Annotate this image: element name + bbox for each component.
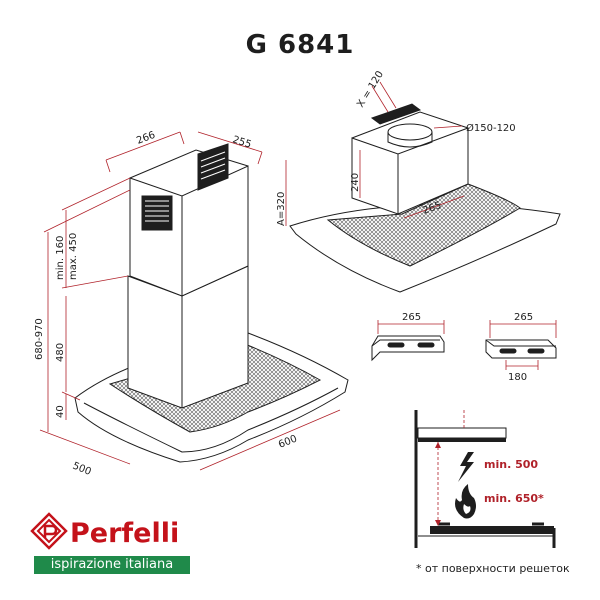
chimney-vent-left [141, 195, 173, 231]
dim-bracket-hole-180: 180 [508, 372, 527, 383]
dim-bracket-left-265: 265 [402, 312, 421, 323]
dim-height-total: 680-970 [34, 318, 45, 360]
dim-base-500: 500 [71, 461, 93, 478]
bracket-right [485, 339, 557, 359]
dim-depth-266: 266 [135, 130, 157, 147]
dim-canopy-40: 40 [55, 405, 66, 418]
dim-base-600: 600 [277, 433, 299, 450]
model-title: G 6841 [245, 30, 355, 60]
dim-total-a: A=320 [276, 192, 287, 226]
dim-body-240: 240 [350, 173, 361, 192]
dim-chimney-max: max. 450 [68, 233, 79, 280]
main-hood-view [74, 143, 349, 463]
dim-chimney-min: min. 160 [55, 236, 66, 280]
main-dimensions [39, 131, 341, 471]
flame-icon [455, 484, 476, 519]
brand-tagline: ispirazione italiana [50, 557, 174, 572]
lightning-icon [458, 452, 474, 482]
outlet-collar [387, 123, 433, 141]
dim-outlet-x: X = 120 [355, 69, 386, 109]
side-filter [326, 183, 521, 267]
hob-surface [430, 526, 554, 534]
dim-outlet-diameter: Ø150-120 [466, 122, 516, 134]
clearance-diagram [414, 410, 556, 548]
outlet-flap [370, 103, 422, 125]
side-dimensions [285, 81, 465, 226]
dim-width-255: 255 [231, 134, 253, 150]
dim-bracket-right-265: 265 [514, 312, 533, 323]
clearance-gas: min. 650* [484, 492, 544, 505]
brand-name: Perfelli [70, 518, 180, 549]
dim-lower-480: 480 [55, 343, 66, 362]
side-view [289, 103, 561, 293]
canopy-inner-edge [83, 387, 339, 453]
clearance-electric: min. 500 [484, 458, 538, 471]
footnote: * от поверхности решеток [416, 562, 570, 575]
bracket-left [371, 335, 445, 362]
chimney-vent-right [197, 143, 229, 191]
perfelli-diamond-logo [30, 512, 68, 550]
hood-shelf [417, 427, 507, 439]
tagline-bar: ispirazione italiana [34, 556, 190, 574]
